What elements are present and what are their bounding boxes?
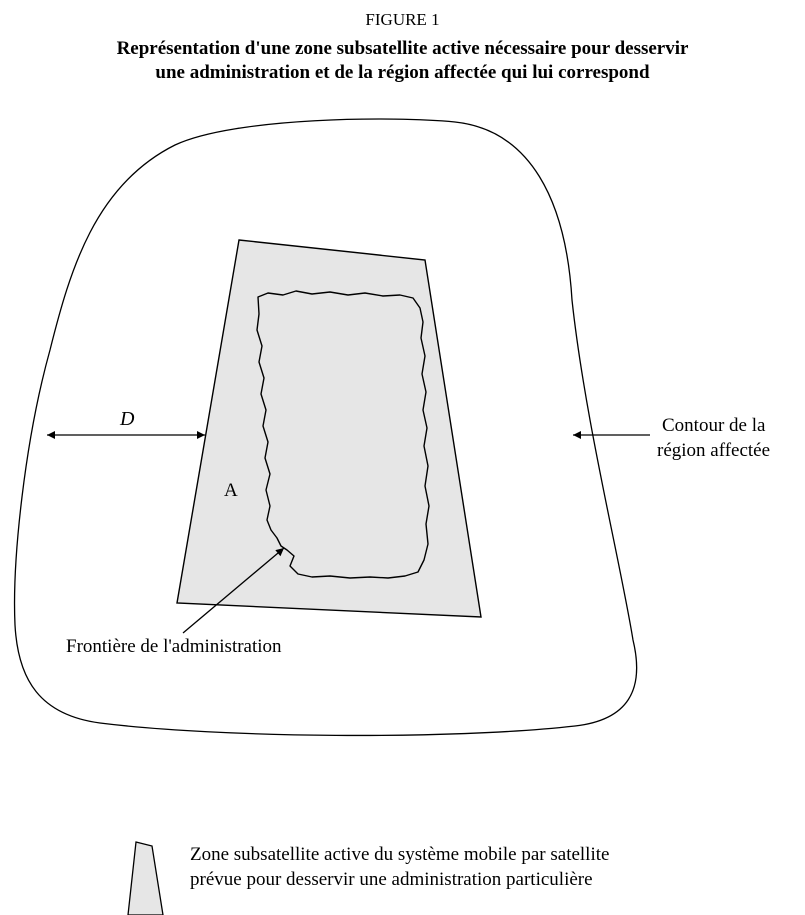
legend-zone-swatch [127,841,164,915]
figure-title-line-2: une administration et de la région affec… [155,62,650,83]
distance-d-label: D [119,408,135,430]
contour-label-line-1: Contour de la [662,415,766,436]
legend-text-line-1: Zone subsatellite active du système mobi… [190,844,609,865]
figure-title: Représentation d'une zone subsatellite a… [0,37,805,85]
administration-border [256,290,430,579]
legend-text-line-2: prévue pour desservir une administration… [190,869,593,890]
affected-region-contour [13,118,638,737]
contour-label-line-2: région affectée [657,440,770,461]
border-label: Frontière de l'administration [66,636,282,657]
border-leader-arrow [182,547,285,634]
figure-number: FIGURE 1 [365,10,440,29]
figure-title-line-1: Représentation d'une zone subsatellite a… [116,38,689,59]
point-a-label: A [224,480,238,501]
